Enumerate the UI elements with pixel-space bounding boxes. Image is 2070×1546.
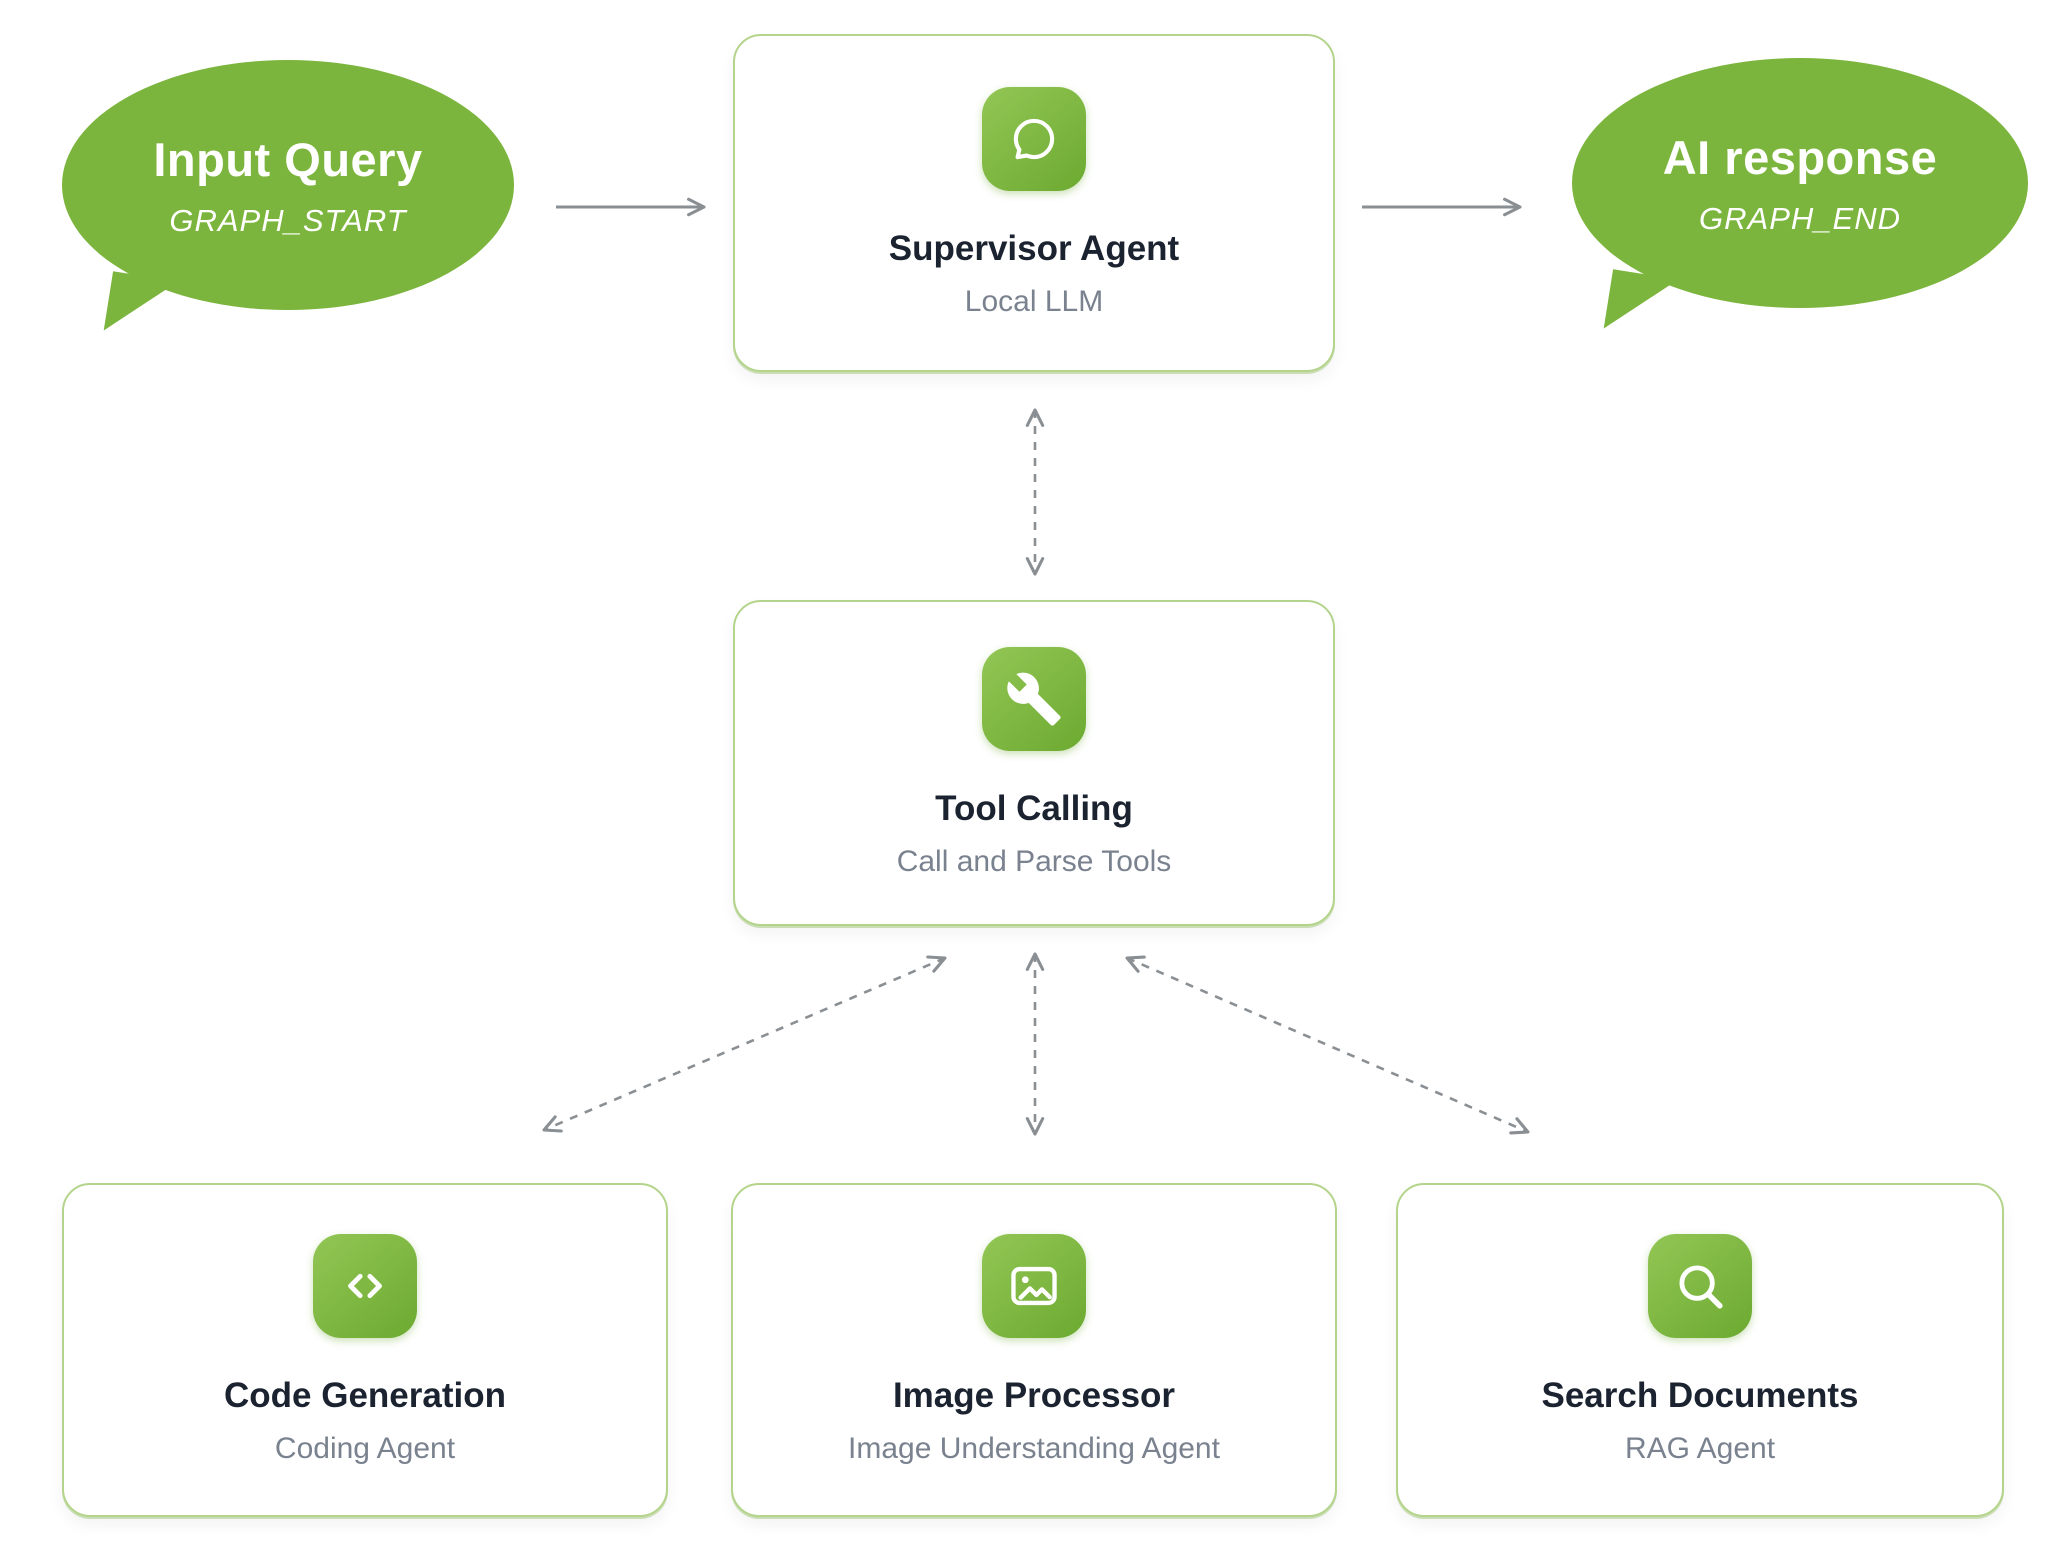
speech-tail <box>103 271 179 341</box>
wrench-icon <box>982 647 1086 751</box>
search-icon <box>1648 1234 1752 1338</box>
node-supervisor-agent: Supervisor Agent Local LLM <box>733 34 1335 372</box>
node-subtitle: Local LLM <box>964 285 1104 318</box>
node-search-documents: Search Documents RAG Agent <box>1396 1183 2004 1517</box>
bubble-subtitle: GRAPH_START <box>169 202 407 238</box>
code-brackets-icon <box>313 1234 417 1338</box>
node-ai-response: AI response GRAPH_END <box>1572 58 2028 339</box>
node-code-generation: Code Generation Coding Agent <box>62 1183 668 1517</box>
node-image-processor: Image Processor Image Understanding Agen… <box>731 1183 1337 1517</box>
node-title: Supervisor Agent <box>888 229 1180 268</box>
speech-tail <box>1603 269 1679 339</box>
node-title: Code Generation <box>224 1376 506 1415</box>
node-tool-calling: Tool Calling Call and Parse Tools <box>733 600 1335 926</box>
node-subtitle: RAG Agent <box>1624 1432 1776 1465</box>
bubble-title: Input Query <box>153 132 423 186</box>
image-icon <box>982 1234 1086 1338</box>
node-subtitle: Image Understanding Agent <box>848 1432 1220 1465</box>
node-subtitle: Coding Agent <box>274 1432 456 1465</box>
arrow-toolcalling-searchdocuments <box>1125 955 1530 1135</box>
bubble-subtitle: GRAPH_END <box>1699 200 1901 236</box>
node-input-query: Input Query GRAPH_START <box>62 60 514 341</box>
node-subtitle: Call and Parse Tools <box>896 845 1172 878</box>
node-title: Search Documents <box>1541 1376 1859 1415</box>
node-title: Image Processor <box>892 1376 1176 1415</box>
bubble-title: AI response <box>1662 130 1938 184</box>
node-title: Tool Calling <box>935 789 1133 828</box>
chat-bubble-icon <box>982 87 1086 191</box>
arrow-toolcalling-codegeneration <box>542 955 947 1133</box>
